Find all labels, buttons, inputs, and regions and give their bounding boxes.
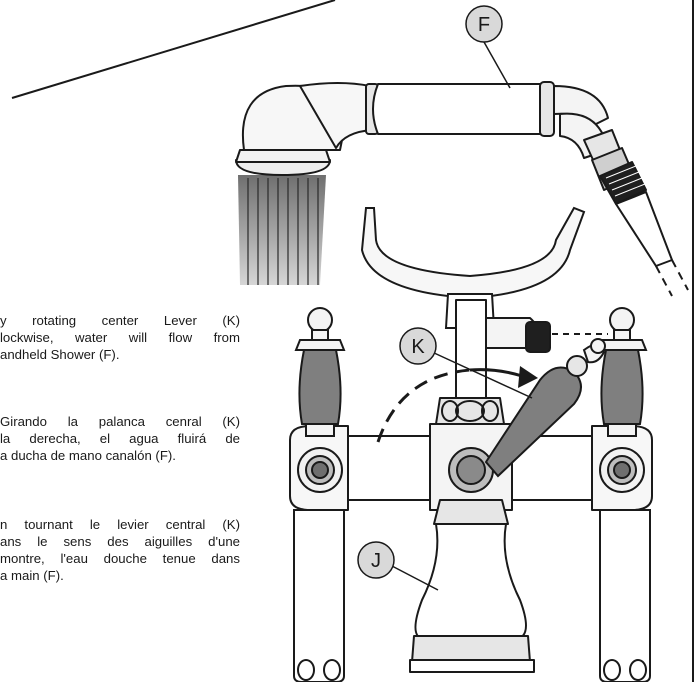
frame-diagonal-line <box>11 0 336 99</box>
spray-lines <box>247 178 319 285</box>
instruction-fr-line-1: n tournant le levier central (K) <box>0 517 240 532</box>
callout-label-f: F <box>478 14 490 36</box>
callout-f: F <box>465 5 511 89</box>
instruction-es-line-1: Girando la palanca cenral (K) <box>0 414 240 429</box>
left-handle <box>294 307 346 437</box>
rotation-arrow <box>376 366 538 443</box>
supply-legs <box>293 509 651 683</box>
handheld-shower <box>235 81 689 297</box>
arrow-head <box>518 366 538 388</box>
instructions-en: y rotating center Lever (K) lockwise, wa… <box>0 312 240 363</box>
instructions-es: Girando la palanca cenral (K) la derecha… <box>0 413 240 464</box>
instruction-es-line-2: la derecha, el agua fluirá de <box>0 431 240 446</box>
water-spray <box>238 175 326 285</box>
instruction-es-line-3: a ducha de mano canalón (F). <box>0 448 176 463</box>
faucet-body <box>289 299 653 673</box>
callout-label-k: K <box>411 336 425 358</box>
instruction-fr-line-2: ans le sens des aiguilles d'une <box>0 534 240 549</box>
instruction-fr-line-4: a main (F). <box>0 568 64 583</box>
instruction-en-line-2: lockwise, water will flow from <box>0 330 240 345</box>
instructions-fr: n tournant le levier central (K) ans le … <box>0 516 240 584</box>
center-lever <box>484 338 606 478</box>
callout-j: J <box>357 541 439 591</box>
callout-k: K <box>399 327 533 399</box>
instruction-en-line-3: andheld Shower (F). <box>0 347 120 362</box>
instruction-fr-line-3: montre, l'eau douche tenue dans <box>0 551 240 566</box>
instruction-en-line-1: y rotating center Lever (K) <box>0 313 240 328</box>
right-handle <box>596 307 648 437</box>
callout-label-j: J <box>371 550 381 572</box>
